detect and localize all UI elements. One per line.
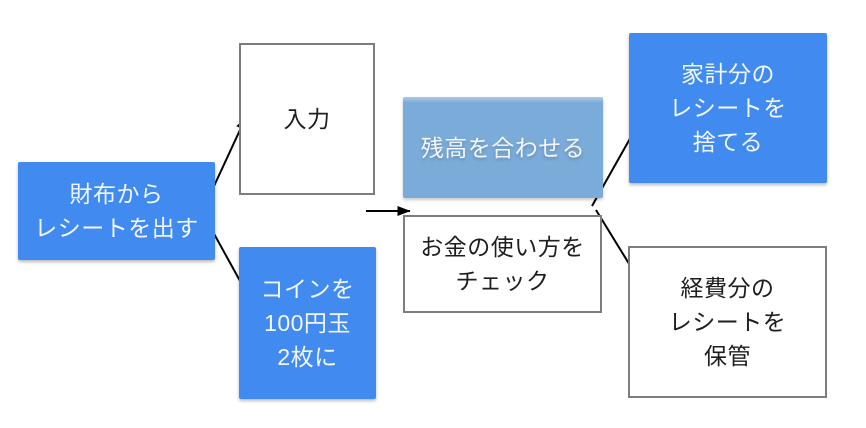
node-check: お金の使い方を チェック (403, 215, 602, 313)
node-household-label-line: レシートを (669, 95, 787, 121)
node-wallet-label-line: レシートを出す (34, 215, 199, 241)
node-expense-label-line: レシートを (668, 309, 787, 335)
node-household: 家計分の レシートを 捨てる (629, 33, 827, 183)
node-coins-label-line: コインを (260, 276, 355, 302)
node-check-label-line: お金の使い方を (420, 234, 585, 260)
node-input: 入力 (239, 43, 375, 195)
node-expense-label-line: 保管 (704, 343, 751, 369)
node-wallet-label-line: 財布から (69, 181, 164, 207)
node-household-label-line: 家計分の (681, 61, 775, 87)
node-expense-label-line: 経費分の (680, 275, 775, 301)
node-coins-label-line: 100円玉 (264, 310, 351, 336)
node-input-label-line: 入力 (283, 106, 331, 132)
node-balance: 残高を合わせる (403, 97, 603, 198)
node-wallet: 財布から レシートを出す (18, 162, 215, 260)
node-expense: 経費分の レシートを 保管 (628, 246, 827, 398)
node-coins-label-line: 2枚に (277, 344, 338, 370)
node-household-label-line: 捨てる (692, 129, 764, 155)
node-check-label-line: チェック (455, 268, 550, 294)
node-balance-label-line: 残高を合わせる (420, 134, 586, 161)
node-coins: コインを 100円玉 2枚に (239, 247, 376, 399)
